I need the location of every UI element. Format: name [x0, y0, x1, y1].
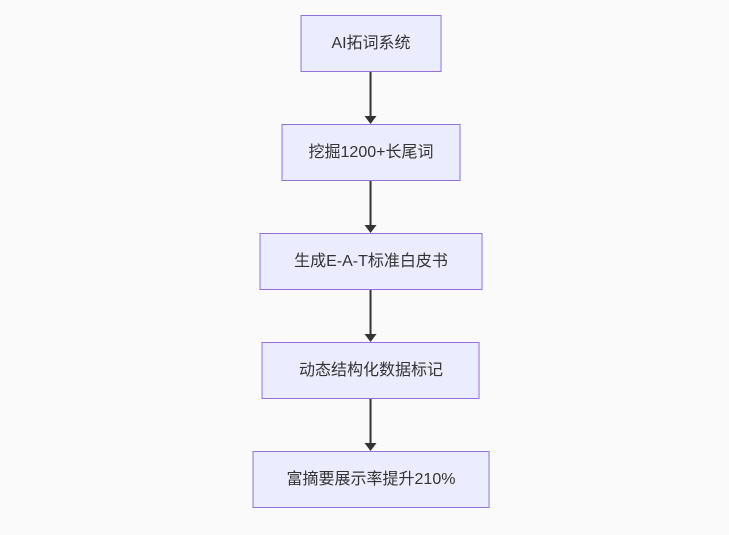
flowchart: AI拓词系统 挖掘1200+长尾词 生成E-A-T标准白皮书 动态结构化数据标记…	[252, 15, 490, 508]
flow-edge-2	[365, 181, 377, 233]
flow-node-label: 生成E-A-T标准白皮书	[294, 252, 448, 270]
flow-edge-4	[365, 399, 377, 451]
flow-node-label: AI拓词系统	[331, 34, 411, 52]
flow-node-ai-system: AI拓词系统	[300, 15, 442, 72]
flow-edge-1	[365, 72, 377, 124]
edge-line	[370, 290, 372, 334]
flow-edge-3	[365, 290, 377, 342]
arrow-down-icon	[365, 225, 377, 233]
flow-node-longtail-keywords: 挖掘1200+长尾词	[281, 124, 461, 181]
arrow-down-icon	[365, 116, 377, 124]
flow-node-structured-data: 动态结构化数据标记	[261, 342, 480, 399]
edge-line	[370, 181, 372, 225]
arrow-down-icon	[365, 443, 377, 451]
flow-node-rich-snippet-rate: 富摘要展示率提升210%	[252, 451, 490, 508]
flow-node-label: 动态结构化数据标记	[298, 361, 443, 379]
flow-node-eat-whitepaper: 生成E-A-T标准白皮书	[259, 233, 483, 290]
flow-node-label: 富摘要展示率提升210%	[286, 470, 456, 488]
edge-line	[370, 399, 372, 443]
arrow-down-icon	[365, 334, 377, 342]
edge-line	[370, 72, 372, 116]
flow-node-label: 挖掘1200+长尾词	[308, 143, 434, 161]
